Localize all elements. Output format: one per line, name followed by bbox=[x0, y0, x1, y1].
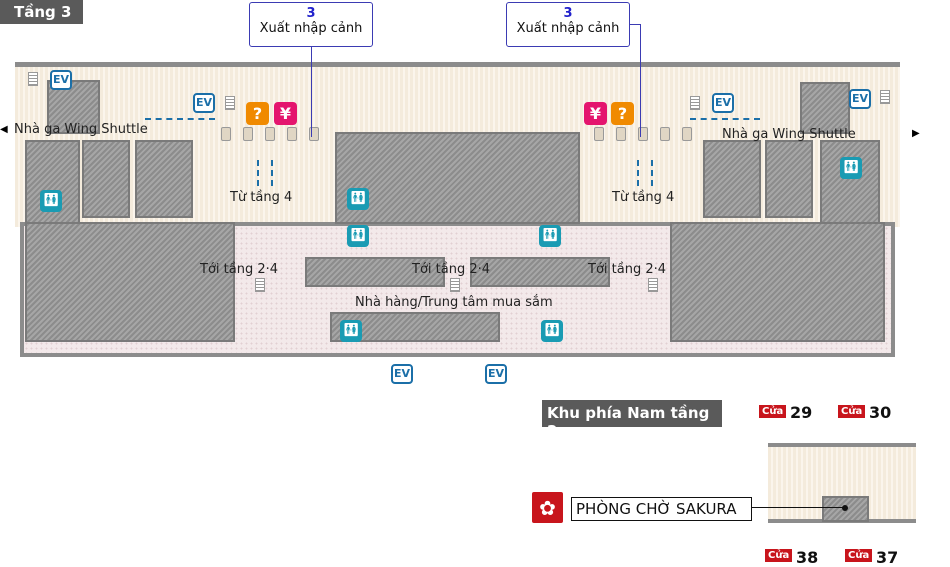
toilet-icon: 🚻︎ bbox=[40, 190, 62, 212]
stairs-icon bbox=[225, 96, 235, 110]
shops-label[interactable]: Nhà hàng/Trung tâm mua sắm bbox=[355, 295, 553, 310]
counter bbox=[243, 127, 253, 141]
counter bbox=[660, 127, 670, 141]
counter bbox=[638, 127, 648, 141]
toilet-icon: 🚻︎ bbox=[541, 320, 563, 342]
stairs-icon bbox=[28, 72, 38, 86]
lounge-leader bbox=[751, 507, 843, 508]
block bbox=[670, 222, 885, 342]
callout-leader bbox=[630, 24, 640, 25]
elevator-icon: EV bbox=[849, 89, 871, 109]
route-arrow bbox=[637, 160, 639, 186]
counter bbox=[682, 127, 692, 141]
information-icon: ? bbox=[246, 102, 269, 125]
counter bbox=[287, 127, 297, 141]
stairs-icon bbox=[450, 278, 460, 292]
arrow-left-icon: ◀ bbox=[0, 124, 8, 135]
block bbox=[800, 82, 850, 134]
sakura-lounge-logo: ✿ bbox=[532, 492, 563, 523]
block bbox=[305, 257, 445, 287]
callout-number: 3 bbox=[306, 6, 316, 21]
currency-exchange-icon: ¥ bbox=[584, 102, 607, 125]
shuttle-left-label[interactable]: Nhà ga Wing Shuttle bbox=[14, 122, 148, 137]
callout-leader bbox=[640, 24, 641, 137]
shuttle-right-label[interactable]: Nhà ga Wing Shuttle bbox=[722, 127, 856, 142]
immigration-callout[interactable]: 3 Xuất nhập cảnh bbox=[249, 2, 373, 47]
toilet-icon: 🚻︎ bbox=[340, 320, 362, 342]
to-floor24-c: Tới tầng 2·4 bbox=[588, 262, 666, 277]
block bbox=[765, 140, 813, 218]
terminal-floor-map bbox=[15, 62, 900, 362]
sakura-lounge-label[interactable]: PHÒNG CHỜ SAKURA bbox=[571, 497, 752, 521]
callout-label: Xuất nhập cảnh bbox=[259, 21, 363, 36]
information-icon: ? bbox=[611, 102, 634, 125]
gate-38[interactable]: 38 bbox=[796, 548, 819, 567]
route-arrow bbox=[271, 160, 273, 186]
gate-badge: Cửa bbox=[765, 549, 793, 562]
callout-label: Xuất nhập cảnh bbox=[516, 21, 620, 36]
stairs-icon bbox=[880, 90, 890, 104]
route-arrow bbox=[257, 160, 259, 186]
block bbox=[25, 222, 235, 342]
elevator-icon: EV bbox=[193, 93, 215, 113]
immigration-callout[interactable]: 3 Xuất nhập cảnh bbox=[506, 2, 630, 47]
callout-number: 3 bbox=[563, 6, 573, 21]
from-floor4-left: Từ tầng 4 bbox=[230, 190, 293, 205]
block bbox=[703, 140, 761, 218]
lounge-dot bbox=[842, 505, 848, 511]
block bbox=[47, 80, 100, 134]
gate-30[interactable]: 30 bbox=[869, 403, 892, 422]
currency-exchange-icon: ¥ bbox=[274, 102, 297, 125]
toilet-icon: 🚻︎ bbox=[347, 225, 369, 247]
counter bbox=[265, 127, 275, 141]
callout-leader bbox=[311, 47, 312, 137]
route-arrow bbox=[651, 160, 653, 186]
to-floor24-b: Tới tầng 2·4 bbox=[412, 262, 490, 277]
elevator-icon: EV bbox=[50, 70, 72, 90]
toilet-icon: 🚻︎ bbox=[539, 225, 561, 247]
toilet-icon: 🚻︎ bbox=[347, 188, 369, 210]
from-floor4-right: Từ tầng 4 bbox=[612, 190, 675, 205]
elevator-icon: EV bbox=[485, 364, 507, 384]
counter bbox=[594, 127, 604, 141]
floor-label: Tầng 3 bbox=[0, 0, 83, 24]
route-arrow bbox=[690, 118, 760, 120]
gate-badge: Cửa bbox=[759, 405, 787, 418]
elevator-icon: EV bbox=[391, 364, 413, 384]
toilet-icon: 🚻︎ bbox=[840, 157, 862, 179]
to-floor24-a: Tới tầng 2·4 bbox=[200, 262, 278, 277]
block bbox=[335, 132, 580, 224]
elevator-icon: EV bbox=[712, 93, 734, 113]
stairs-icon bbox=[690, 96, 700, 110]
stairs-icon bbox=[255, 278, 265, 292]
gate-29[interactable]: 29 bbox=[790, 403, 813, 422]
south-area-title: Khu phía Nam tầng 2 bbox=[542, 400, 722, 440]
gate-37[interactable]: 37 bbox=[876, 548, 899, 567]
route-arrow bbox=[145, 118, 215, 120]
gate-badge: Cửa bbox=[845, 549, 873, 562]
counter bbox=[309, 127, 319, 141]
counter bbox=[616, 127, 626, 141]
block bbox=[135, 140, 193, 218]
arrow-right-icon: ▶ bbox=[912, 128, 920, 139]
block bbox=[82, 140, 130, 218]
counter bbox=[221, 127, 231, 141]
stairs-icon bbox=[648, 278, 658, 292]
block bbox=[470, 257, 610, 287]
gate-badge: Cửa bbox=[838, 405, 866, 418]
